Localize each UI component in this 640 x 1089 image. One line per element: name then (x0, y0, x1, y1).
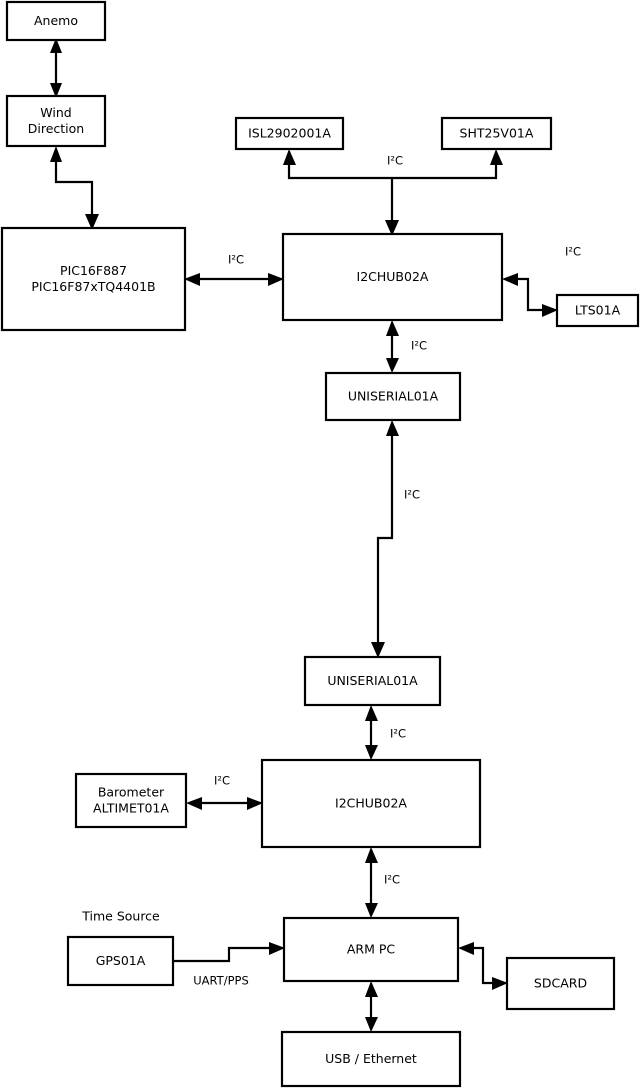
node-box-sht (440, 116, 553, 151)
node-box-hub_top (281, 232, 504, 322)
node-box-isl (234, 116, 345, 151)
node-uniserial_bot[interactable]: UNISERIAL01A (303, 655, 442, 707)
free-labels-layer: Time Source (81, 909, 160, 924)
arrow-head-down (50, 83, 62, 98)
node-label-uniserial_bot: UNISERIAL01A (327, 673, 418, 688)
node-box-uniserial_bot (303, 655, 442, 707)
node-label-uniserial_top: UNISERIAL01A (348, 388, 439, 403)
node-sht[interactable]: SHT25V01A (440, 116, 553, 151)
edge-label-lbl_hub_armpc: I²C (384, 873, 400, 887)
node-isl[interactable]: ISL2902001A (234, 116, 345, 151)
node-label-hub_bot: I2CHUB02A (335, 795, 407, 810)
arrow-head-left (184, 273, 200, 286)
node-box-armpc (282, 916, 460, 983)
edge-uniserial-top-uniserial-bottom (371, 420, 399, 658)
node-uniserial_top[interactable]: UNISERIAL01A (324, 371, 462, 422)
node-armpc[interactable]: ARM PC (282, 916, 460, 983)
node-box-pic (0, 226, 187, 332)
node-box-usbeth (280, 1030, 462, 1088)
arrow-head-up (365, 981, 378, 997)
arrow-head-up (386, 420, 399, 436)
edge-label-lbl_uni_hub_bot: I²C (390, 727, 406, 741)
edge-label-lbl_hub_sensors: I²C (387, 154, 403, 168)
arrow-head-right (269, 942, 285, 955)
edge-label-lbl_hub_lts: I²C (565, 245, 581, 259)
arrow-head-left-hub (502, 273, 518, 286)
node-label-anemo: Anemo (34, 13, 78, 28)
edge-barometer-i2chub-bottom (186, 797, 263, 810)
arrow-head-down (371, 642, 385, 658)
node-usbeth[interactable]: USB / Ethernet (280, 1030, 462, 1088)
edge-labels-layer: I²C I²C I²C I²C I²C I²C I²C I²C UART/PPS (193, 154, 581, 988)
arrow-head-down (365, 903, 378, 918)
arrow-head-right (247, 797, 263, 810)
edge-armpc-sdcard (458, 942, 508, 990)
arrow-head-up (365, 847, 378, 863)
arrow-head-right-lts (542, 304, 558, 317)
free-label-time_source: Time Source (81, 909, 160, 924)
edge-i2chub-top-sensors (283, 149, 503, 236)
edge-i2chub-top-lts (502, 273, 558, 317)
edge-label-lbl_baro_hub: I²C (214, 774, 230, 788)
arrow-head-right-sdcard (492, 977, 508, 990)
arrow-head-up-sht (490, 149, 503, 165)
edge-armpc-usbethernet (365, 981, 378, 1032)
node-label-hub_top: I2CHUB02A (357, 269, 429, 284)
node-label-lts: LTS01A (575, 302, 621, 317)
arrow-head-down (365, 745, 378, 760)
edge-pic-i2chub-top (184, 273, 284, 286)
node-label-isl: ISL2902001A (248, 125, 331, 140)
node-box-sdcard (505, 956, 616, 1011)
arrow-head-up-isl (283, 149, 296, 165)
edge-i2chub-top-uniserial-top (386, 320, 399, 373)
node-label-gps: GPS01A (96, 953, 146, 968)
arrow-head-right (268, 273, 284, 286)
node-sdcard[interactable]: SDCARD (505, 956, 616, 1011)
node-gps[interactable]: GPS01A (66, 935, 175, 987)
arrow-head-left (186, 797, 202, 810)
node-label-armpc: ARM PC (347, 941, 396, 956)
arrow-head-up (50, 146, 62, 162)
node-box-anemo (5, 0, 107, 42)
edge-anemo-winddirection (50, 38, 62, 98)
node-label-usbeth: USB / Ethernet (325, 1051, 417, 1066)
arrow-head-down (386, 358, 399, 373)
arrow-head-up (365, 705, 378, 721)
node-label-sdcard: SDCARD (534, 975, 587, 990)
edge-i2chub-bottom-armpc (365, 847, 378, 918)
node-lts[interactable]: LTS01A (555, 293, 640, 328)
edge-label-lbl_gps_armpc: UART/PPS (193, 974, 249, 988)
edge-gps-armpc (173, 942, 285, 963)
node-hub_top[interactable]: I2CHUB02A (281, 232, 504, 322)
node-box-gps (66, 935, 175, 987)
node-anemo[interactable]: Anemo (5, 0, 107, 42)
node-box-lts (555, 293, 640, 328)
node-label-sht: SHT25V01A (460, 125, 534, 140)
edge-uniserial-bottom-i2chub-bottom (365, 705, 378, 760)
node-box-barometer (74, 772, 188, 829)
node-box-hub_bot (260, 758, 482, 849)
arrow-head-down (85, 214, 99, 230)
arrow-head-down-hub (385, 220, 399, 236)
node-box-uniserial_top (324, 371, 462, 422)
edge-label-lbl_hub_uniserial: I²C (411, 339, 427, 353)
arrow-head-up (386, 320, 399, 336)
arrow-head-down (365, 1017, 378, 1032)
arrow-head-up (50, 38, 62, 53)
arrow-head-left-armpc (458, 942, 474, 955)
edge-label-lbl_uniserial_link: I²C (404, 488, 420, 502)
edge-label-lbl_pic_hub: I²C (228, 253, 244, 267)
node-box-winddir (5, 94, 107, 148)
node-hub_bot[interactable]: I2CHUB02A (260, 758, 482, 849)
edge-pic-winddirection (50, 146, 99, 230)
